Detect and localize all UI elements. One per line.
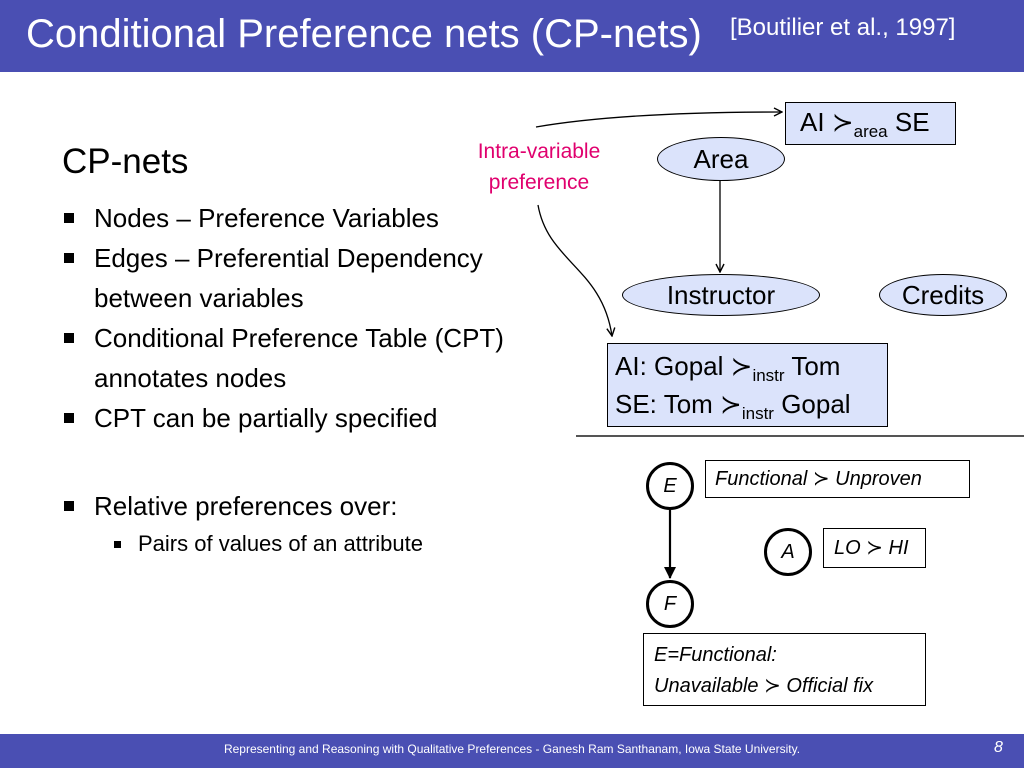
- f-cpt-condition: E=Functional:: [654, 644, 777, 666]
- bullet-text: CPT can be partially specified: [94, 403, 438, 433]
- annotation-line-1: Intra-variable: [477, 140, 601, 163]
- prefers-symbol: ≻: [730, 351, 753, 381]
- area-cpt-subscript: area: [853, 122, 888, 141]
- instructor-cpt-right: Gopal: [781, 389, 851, 419]
- prefers-symbol: ≻: [831, 107, 854, 137]
- instructor-cpt-subscript: instr: [741, 404, 774, 423]
- graph-divider: [576, 435, 1024, 437]
- instructor-cpt-row: SE: Tom ≻instr Gopal: [615, 385, 887, 423]
- instructor-cpt-box: AI: Gopal ≻instr Tom SE: Tom ≻instr Gopa…: [607, 343, 888, 427]
- footer-bar: [0, 734, 1024, 768]
- instructor-cpt-left: Gopal: [654, 351, 724, 381]
- node-instructor: Instructor: [622, 274, 820, 316]
- bullet-item: CPT can be partially specified: [62, 398, 582, 438]
- annotation-line-2: preference: [488, 171, 590, 194]
- title-bar: [0, 0, 1024, 72]
- bullet-text: Conditional Preference Table (CPT) annot…: [94, 323, 504, 393]
- f-cpt-preference: Unavailable ≻ Official fix: [654, 675, 874, 697]
- sub-bullet-item: Pairs of values of an attribute: [62, 526, 582, 562]
- bullet-square-icon: [64, 253, 74, 263]
- instructor-cpt-subscript: instr: [752, 366, 785, 385]
- instructor-cpt-left: Tom: [663, 389, 713, 419]
- node-f: F: [646, 580, 694, 628]
- f-cpt-box: E=Functional: Unavailable ≻ Official fix: [643, 633, 926, 706]
- node-a: A: [764, 528, 812, 576]
- instructor-cpt-condition: AI:: [615, 351, 647, 381]
- node-e: E: [646, 462, 694, 510]
- annotation-arrow-to-area-cpt: [535, 112, 782, 128]
- slide-title: Conditional Preference nets (CP-nets): [26, 12, 702, 56]
- bullet-text: Edges – Preferential Dependency between …: [94, 243, 483, 313]
- bullet-square-icon: [64, 413, 74, 423]
- bullet-square-icon: [64, 501, 74, 511]
- bullet-item: Conditional Preference Table (CPT) annot…: [62, 318, 582, 398]
- instructor-cpt-condition: SE:: [615, 389, 657, 419]
- instructor-cpt-right: Tom: [791, 351, 841, 381]
- area-cpt-box: AI ≻area SE: [785, 102, 956, 145]
- bullet-item: Relative preferences over:: [62, 486, 582, 526]
- bullet-text: Relative preferences over:: [94, 491, 398, 521]
- bullet-text: Nodes – Preference Variables: [94, 203, 439, 233]
- intra-variable-annotation: Intra-variable preference: [456, 136, 622, 198]
- section-heading: CP-nets: [62, 142, 189, 181]
- node-credits: Credits: [879, 274, 1007, 316]
- area-cpt-left: AI: [800, 107, 825, 137]
- bullet-item: Edges – Preferential Dependency between …: [62, 238, 582, 318]
- slide-citation: [Boutilier et al., 1997]: [730, 14, 956, 41]
- footer-text: Representing and Reasoning with Qualitat…: [223, 742, 801, 756]
- area-cpt-right: SE: [894, 107, 930, 137]
- node-area: Area: [657, 137, 785, 181]
- sub-bullet-text: Pairs of values of an attribute: [138, 531, 423, 556]
- bullet-square-icon: [64, 333, 74, 343]
- prefers-symbol: ≻: [720, 389, 742, 419]
- instructor-cpt-row: AI: Gopal ≻instr Tom: [615, 347, 887, 385]
- e-cpt-box: Functional ≻ Unproven: [705, 460, 970, 498]
- bullet-item: Nodes – Preference Variables: [62, 198, 582, 238]
- a-cpt-box: LO ≻ HI: [823, 528, 926, 568]
- page-number: 8: [994, 739, 1003, 756]
- bullet-list: Nodes – Preference Variables Edges – Pre…: [62, 198, 582, 562]
- bullet-square-icon: [64, 213, 74, 223]
- bullet-square-icon: [114, 541, 121, 548]
